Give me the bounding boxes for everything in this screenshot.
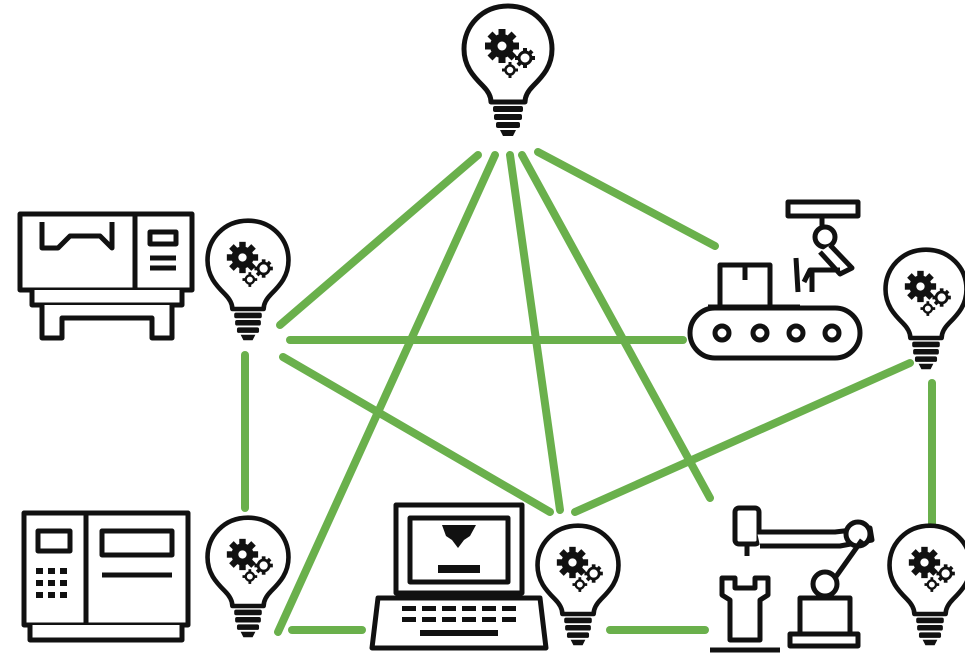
cnc-machine-icon [17,211,195,341]
lightbulb-gears-icon [886,250,965,370]
lightbulb-gears-icon [208,221,289,341]
lightbulb-gears-icon [464,6,552,136]
robot-arm-icon [710,505,875,653]
3d-printer-laptop-icon [369,502,549,651]
link-top-robot-arm [518,151,714,502]
control-cabinet-icon [21,510,191,643]
link-top-conveyor [534,148,719,250]
network-links [241,148,936,636]
link-left-upper-center-lower [279,353,554,516]
lightbulb-gears-icon [890,526,965,646]
link-right-upper-center-lower [571,359,914,516]
conveyor-robot-icon [687,199,863,361]
link-top-center-lower [506,151,564,514]
lightbulb-gears-icon [538,526,619,646]
link-top-left-lower [274,151,499,636]
link-top-left-upper [276,151,482,329]
lightbulb-gears-icon [208,518,289,638]
